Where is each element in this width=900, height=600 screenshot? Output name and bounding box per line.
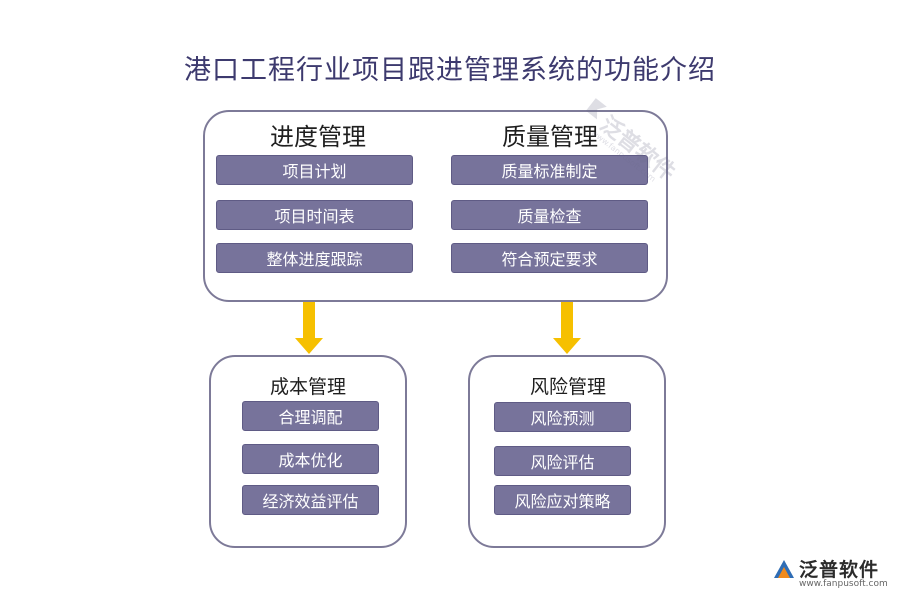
risk-item-1: 风险预测 [494, 402, 631, 432]
quality-item-3: 符合预定要求 [451, 243, 648, 273]
fanpu-logo-icon [774, 560, 794, 578]
progress-item-3: 整体进度跟踪 [216, 243, 413, 273]
cost-item-1: 合理调配 [242, 401, 379, 431]
logo-url: www.fanpusoft.com [799, 579, 888, 589]
cost-item-3: 经济效益评估 [242, 485, 379, 515]
quality-heading: 质量管理 [502, 123, 598, 151]
logo-text: 泛普软件 [799, 559, 880, 581]
risk-heading: 风险管理 [529, 376, 606, 398]
risk-item-3: 风险应对策略 [494, 485, 631, 515]
risk-item-2: 风险评估 [494, 446, 631, 476]
quality-item-2: 质量检查 [451, 200, 648, 230]
cost-heading: 成本管理 [269, 376, 346, 398]
arrow-down-right [553, 302, 581, 354]
cost-item-2: 成本优化 [242, 444, 379, 474]
progress-item-1: 项目计划 [216, 155, 413, 185]
quality-item-1: 质量标准制定 [451, 155, 648, 185]
diagram-title: 港口工程行业项目跟进管理系统的功能介绍 [184, 55, 716, 86]
progress-heading: 进度管理 [270, 123, 366, 151]
arrow-down-left [295, 302, 323, 354]
brand-logo: 泛普软件 www.fanpusoft.com [772, 555, 894, 595]
progress-item-2: 项目时间表 [216, 200, 413, 230]
